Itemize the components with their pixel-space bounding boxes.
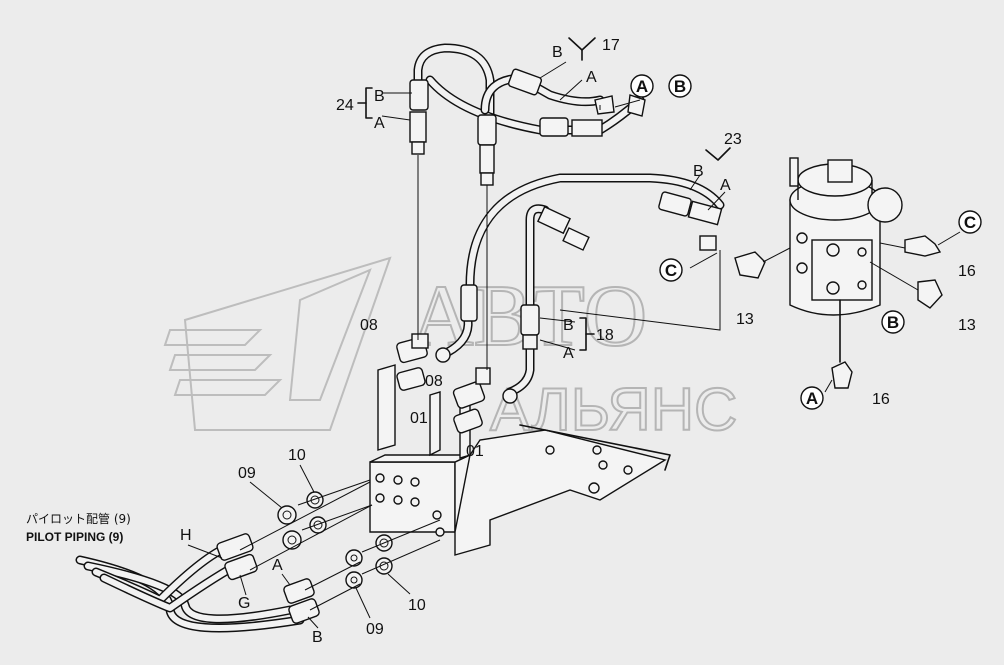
callout-10-upper: 10 [288,447,306,464]
callout-18: 18 [596,327,614,344]
port-circle-top-a: A [630,74,654,98]
port-circle-b-right: B [881,310,905,334]
port-circle-top-b: B [668,74,692,98]
label-18-a: A [563,345,574,362]
svg-text:A: A [806,389,818,408]
callout-08-left: 08 [360,317,378,334]
label-23-b: B [693,163,704,180]
callout-08-right: 08 [425,373,443,390]
fittings [216,68,943,624]
label-b-lower: B [312,629,323,646]
label-23-a: A [720,177,731,194]
label-24-b: B [374,88,385,105]
callout-16-upper: 16 [958,263,976,280]
label-h: H [180,527,192,544]
label-18-b: B [563,317,574,334]
caption-en: PILOT PIPING (9) [26,530,123,544]
callout-13-right: 13 [958,317,976,334]
callout-09-upper: 09 [238,465,256,482]
label-g: G [238,595,250,612]
port-circle-a-right: A [800,386,824,410]
callout-10-lower: 10 [408,597,426,614]
callout-13-left: 13 [736,311,754,328]
callout-23: 23 [724,131,742,148]
label-a-lower: A [272,557,283,574]
svg-text:A: A [636,77,648,96]
svg-text:B: B [887,313,899,332]
callout-24: 24 [336,97,354,114]
callout-09-lower: 09 [366,621,384,638]
end-labels: B A B A B A B A H G A B [180,44,731,646]
caption: パイロット配管 (9) PILOT PIPING (9) [26,511,131,544]
swivel-joint [789,157,903,363]
mounting-bracket [369,364,671,556]
callout-17: 17 [602,37,620,54]
label-24-a: A [374,115,385,132]
label-17-a: A [586,69,597,86]
svg-text:C: C [665,261,677,280]
callout-01-left: 01 [410,410,428,427]
callouts: 24 17 23 18 13 13 16 16 08 08 01 01 09 0… [238,37,976,638]
port-circle-c-mid: C [659,258,683,282]
label-17-b: B [552,44,563,61]
hydraulic-hose-set [75,43,725,633]
port-circle-c-right: C [958,210,982,234]
svg-text:C: C [964,213,976,232]
leader-lines [239,37,961,611]
callout-16-lower: 16 [872,391,890,408]
watermark-logo-icon [163,256,392,431]
callout-01-right: 01 [466,443,484,460]
port-markers: A B C C B A [630,74,982,410]
caption-jp: パイロット配管 (9) [26,511,131,526]
svg-text:B: B [674,77,686,96]
